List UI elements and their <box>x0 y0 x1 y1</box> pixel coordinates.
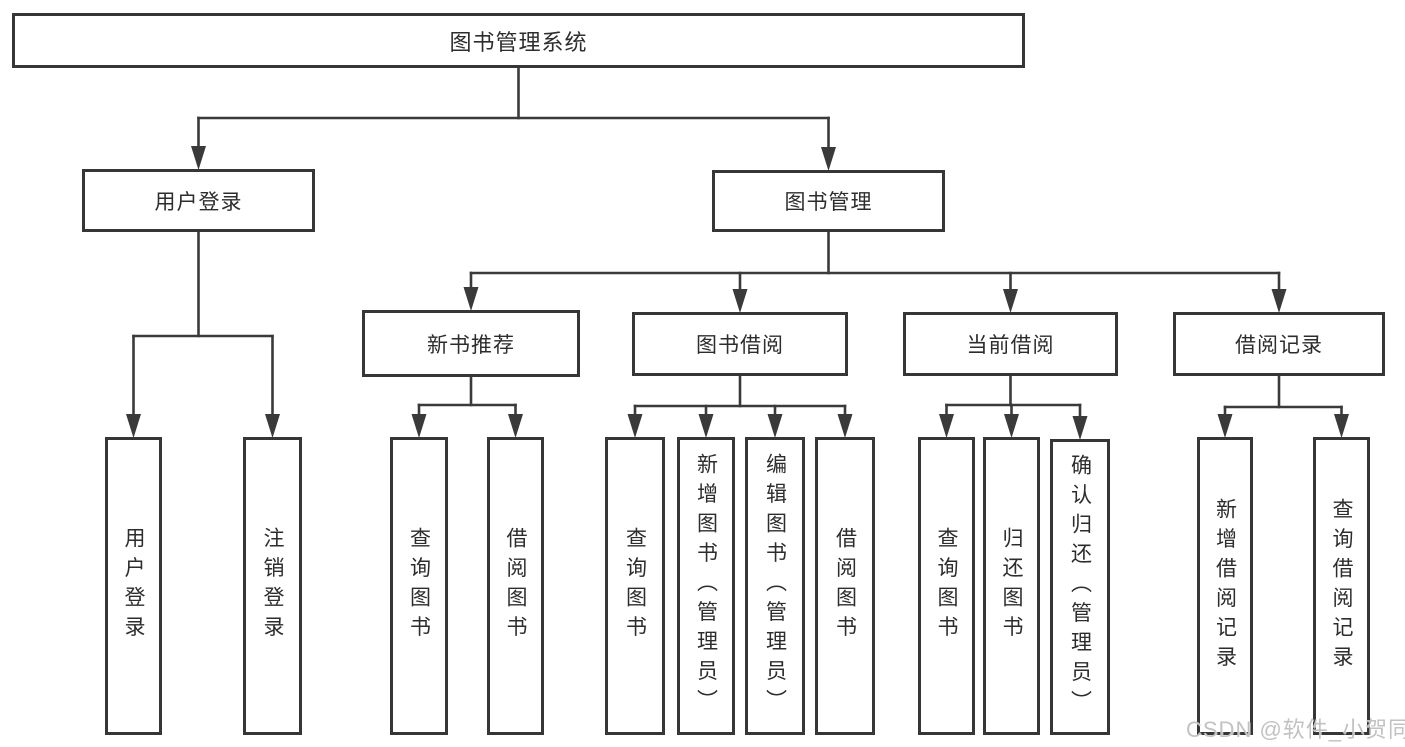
node-br-add-label: 新增借阅记录 <box>1213 497 1237 675</box>
arrowhead-cb-return <box>1004 414 1019 438</box>
node-bb-borrow-label: 借阅图书 <box>833 527 857 645</box>
node-br-query-label: 查询借阅记录 <box>1330 497 1354 675</box>
node-book-borrow-label: 图书借阅 <box>696 334 784 357</box>
arrowhead-login <box>126 414 141 438</box>
node-cb-return: 归还图书 <box>983 437 1040 735</box>
node-cb-query-label: 查询图书 <box>935 527 959 645</box>
arrowhead-bb-borrow <box>837 414 853 438</box>
node-user-login: 用户登录 <box>82 169 315 232</box>
arrowhead-new-book-rec <box>463 287 479 311</box>
node-bb-add: 新增图书（管理员） <box>677 437 735 735</box>
node-user-login-label: 用户登录 <box>154 190 243 214</box>
arrowhead-current-borrow <box>1003 289 1018 313</box>
node-bb-edit: 编辑图书（管理员） <box>745 437 805 735</box>
node-logout: 注销登录 <box>243 437 302 735</box>
node-cb-confirm: 确认归还（管理员） <box>1050 439 1110 735</box>
node-borrow-records-label: 借阅记录 <box>1235 334 1323 357</box>
node-root-label: 图书管理系统 <box>449 29 588 55</box>
arrowhead-bb-add <box>698 414 714 438</box>
node-nbr-borrow-label: 借阅图书 <box>504 527 528 645</box>
node-book-borrow: 图书借阅 <box>632 312 848 376</box>
node-new-book-rec-label: 新书推荐 <box>427 333 515 357</box>
arrowhead-logout <box>265 414 280 438</box>
node-login: 用户登录 <box>105 437 162 735</box>
node-cb-query: 查询图书 <box>918 437 975 735</box>
arrowhead-nbr-query <box>411 414 427 438</box>
node-br-query: 查询借阅记录 <box>1313 437 1370 735</box>
node-bb-borrow: 借阅图书 <box>815 437 875 735</box>
node-bb-query-label: 查询图书 <box>623 527 647 645</box>
node-current-borrow-label: 当前借阅 <box>966 334 1055 357</box>
node-bb-edit-label: 编辑图书（管理员） <box>763 453 787 719</box>
node-borrow-records: 借阅记录 <box>1173 312 1385 376</box>
node-root: 图书管理系统 <box>12 13 1025 68</box>
node-bb-query: 查询图书 <box>605 437 665 735</box>
arrowhead-bb-query <box>627 414 643 438</box>
arrowhead-user-login <box>191 146 206 170</box>
node-cb-return-label: 归还图书 <box>1000 527 1024 645</box>
node-logout-label: 注销登录 <box>261 527 285 645</box>
arrowhead-cb-confirm <box>1072 416 1088 440</box>
node-bb-add-label: 新增图书（管理员） <box>694 453 718 719</box>
node-nbr-query-label: 查询图书 <box>407 527 431 645</box>
node-current-borrow: 当前借阅 <box>903 312 1118 376</box>
node-book-mgmt-label: 图书管理 <box>784 191 873 214</box>
arrowhead-borrow-records <box>1271 289 1287 313</box>
arrowhead-book-borrow <box>732 289 748 313</box>
node-book-mgmt: 图书管理 <box>712 170 945 232</box>
arrowhead-book-mgmt <box>821 147 836 171</box>
node-nbr-borrow: 借阅图书 <box>487 437 544 735</box>
arrowhead-cb-query <box>939 414 954 438</box>
node-login-label: 用户登录 <box>122 527 146 645</box>
node-nbr-query: 查询图书 <box>390 437 448 735</box>
arrowhead-br-query <box>1334 414 1349 438</box>
arrowhead-bb-edit <box>767 414 783 438</box>
node-new-book-rec: 新书推荐 <box>362 310 580 377</box>
node-cb-confirm-label: 确认归还（管理员） <box>1068 454 1092 720</box>
node-br-add: 新增借阅记录 <box>1197 437 1253 735</box>
watermark: CSDN @软件_小贺同学 <box>1186 717 1405 742</box>
arrowhead-nbr-borrow <box>508 414 523 438</box>
arrowhead-br-add <box>1217 414 1233 438</box>
